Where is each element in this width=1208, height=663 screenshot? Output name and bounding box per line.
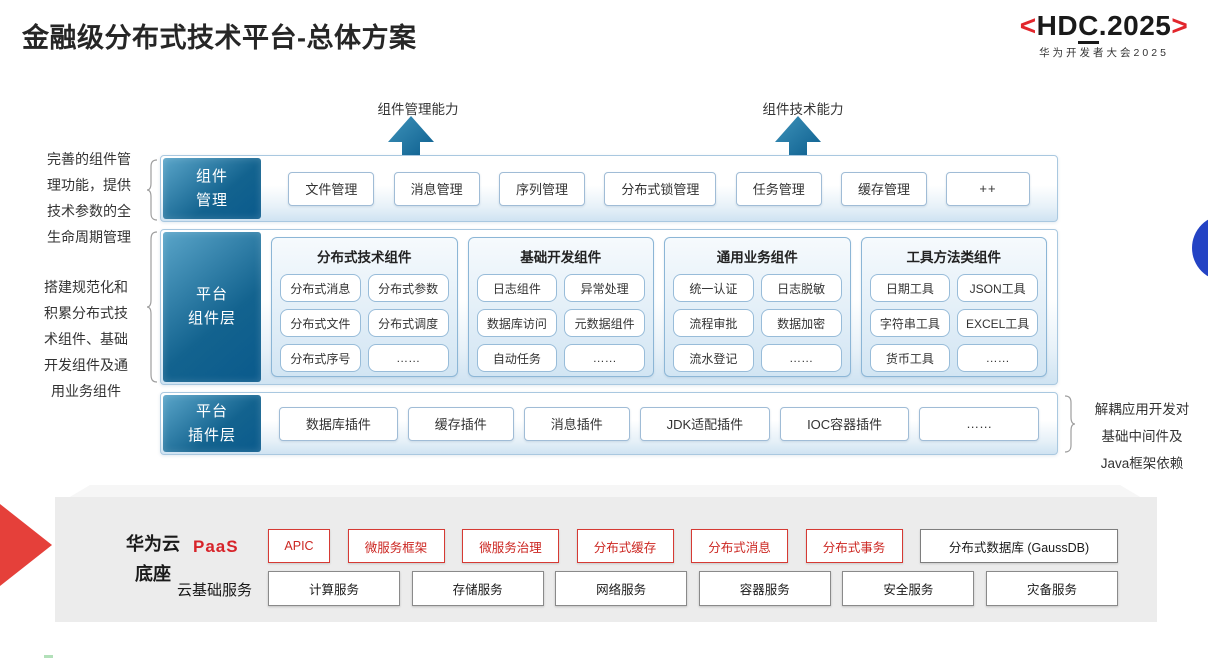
paas-box: APIC bbox=[268, 529, 330, 563]
layer-platform-plugins: 平台 插件层 数据库插件 缓存插件 消息插件 JDK适配插件 IOC容器插件 …… bbox=[160, 392, 1058, 455]
component-pill: 分布式消息 bbox=[280, 274, 361, 302]
cloud-service-box: 网络服务 bbox=[555, 571, 688, 606]
layer-component-management: 组件 管理 文件管理 消息管理 序列管理 分布式锁管理 任务管理 缓存管理 ++ bbox=[160, 155, 1058, 222]
component-pill: JSON工具 bbox=[957, 274, 1038, 302]
gaussdb-box: 分布式数据库 (GaussDB) bbox=[920, 529, 1118, 563]
layer-label-platform-plugins: 平台 插件层 bbox=[163, 395, 261, 452]
component-pill: 异常处理 bbox=[564, 274, 645, 302]
component-box: 任务管理 bbox=[735, 171, 822, 206]
component-pill: 分布式文件 bbox=[280, 309, 361, 337]
right-brace-row3 bbox=[1064, 395, 1076, 453]
note-plugin-layer: 解耦应用开发对 基础中间件及 Java框架依赖 bbox=[1094, 402, 1190, 471]
component-pill: 分布式序号 bbox=[280, 344, 361, 372]
plugin-box: JDK适配插件 bbox=[639, 406, 771, 441]
paas-box: 微服务框架 bbox=[347, 529, 445, 563]
plugin-box: IOC容器插件 bbox=[780, 406, 910, 441]
hdc-2025-logo: <HDC.2025> 华为开发者大会2025 bbox=[1004, 10, 1204, 60]
group-base-dev: 基础开发组件 日志组件 异常处理 数据库访问 元数据组件 自动任务 …… bbox=[467, 237, 654, 377]
component-pill: 统一认证 bbox=[673, 274, 754, 302]
plugin-box-ellipsis: …… bbox=[919, 406, 1040, 441]
component-box: 序列管理 bbox=[499, 171, 586, 206]
red-wedge-pointer bbox=[0, 504, 52, 586]
component-box: 缓存管理 bbox=[841, 171, 928, 206]
capability-label-technology: 组件技术能力 bbox=[762, 102, 844, 117]
group-distributed-tech: 分布式技术组件 分布式消息 分布式参数 分布式文件 分布式调度 分布式序号 …… bbox=[271, 237, 458, 377]
cloud-base-services-row: 计算服务 存储服务 网络服务 容器服务 安全服务 灾备服务 bbox=[268, 571, 1118, 606]
edge-circle-decoration bbox=[1192, 215, 1208, 281]
logo-left-bracket: < bbox=[1019, 10, 1037, 41]
component-pill: 分布式调度 bbox=[367, 309, 449, 337]
hdc-logo-subtitle: 华为开发者大会2025 bbox=[1039, 47, 1169, 59]
component-pill: 日志组件 bbox=[476, 274, 558, 302]
component-box: 消息管理 bbox=[393, 171, 480, 206]
component-box: 分布式锁管理 bbox=[604, 171, 717, 206]
component-management-items: 文件管理 消息管理 序列管理 分布式锁管理 任务管理 缓存管理 ++ bbox=[269, 156, 1049, 221]
component-pill: 流程审批 bbox=[673, 309, 754, 337]
component-box: 文件管理 bbox=[288, 171, 375, 206]
component-pill: 数据库访问 bbox=[476, 309, 558, 337]
component-pill: 数据加密 bbox=[760, 309, 842, 337]
capability-label-management: 组件管理能力 bbox=[377, 102, 459, 117]
paas-box: 微服务治理 bbox=[462, 529, 559, 563]
component-pill: EXCEL工具 bbox=[957, 309, 1038, 337]
group-title: 分布式技术组件 bbox=[317, 250, 412, 265]
huawei-cloud-foundation-panel: 华为云 底座 PaaS 云基础服务 APIC 微服务框架 微服务治理 分布式缓存… bbox=[55, 497, 1157, 622]
up-arrow-icon bbox=[388, 116, 434, 158]
plugin-box: 缓存插件 bbox=[407, 406, 514, 441]
paas-box: 分布式消息 bbox=[691, 529, 788, 563]
layer-label-component-management: 组件 管理 bbox=[163, 158, 261, 219]
note-platform-components: 搭建规范化和 积累分布式技 术组件、基础 开发组件及通 用业务组件 bbox=[44, 279, 128, 399]
logo-right-bracket: > bbox=[1171, 10, 1189, 41]
layer-platform-components: 平台 组件层 分布式技术组件 分布式消息 分布式参数 分布式文件 分布式调度 分… bbox=[160, 229, 1058, 385]
component-pill: 字符串工具 bbox=[869, 309, 951, 337]
paas-label: PaaS bbox=[193, 537, 239, 556]
component-pill: 日期工具 bbox=[869, 274, 951, 302]
component-pill-ellipsis: …… bbox=[957, 344, 1038, 372]
foundation-label: 华为云 底座 bbox=[126, 534, 180, 584]
component-pill-ellipsis: …… bbox=[760, 344, 842, 372]
left-brace-row2 bbox=[146, 231, 158, 383]
component-box-plus: ++ bbox=[946, 171, 1030, 206]
group-title: 工具方法类组件 bbox=[906, 250, 1002, 265]
cloud-service-box: 安全服务 bbox=[842, 571, 975, 606]
group-title: 通用业务组件 bbox=[716, 250, 798, 265]
paas-box: 分布式事务 bbox=[805, 529, 903, 563]
plugin-box: 消息插件 bbox=[523, 406, 630, 441]
cloud-service-box: 计算服务 bbox=[268, 571, 400, 606]
component-pill: 流水登记 bbox=[673, 344, 754, 372]
group-common-business: 通用业务组件 统一认证 日志脱敏 流程审批 数据加密 流水登记 …… bbox=[664, 237, 851, 377]
cloud-base-label: 云基础服务 bbox=[177, 582, 253, 599]
component-pill: 元数据组件 bbox=[564, 309, 645, 337]
left-brace-row1 bbox=[146, 159, 158, 221]
platform-component-groups: 分布式技术组件 分布式消息 分布式参数 分布式文件 分布式调度 分布式序号 ……… bbox=[271, 237, 1047, 377]
layer-label-platform-components: 平台 组件层 bbox=[163, 232, 261, 382]
cloud-service-box: 灾备服务 bbox=[985, 571, 1118, 606]
component-pill: 日志脱敏 bbox=[760, 274, 842, 302]
component-pill-ellipsis: …… bbox=[564, 344, 645, 372]
group-utility-methods: 工具方法类组件 日期工具 JSON工具 字符串工具 EXCEL工具 货币工具 …… bbox=[860, 237, 1047, 377]
component-pill-ellipsis: …… bbox=[367, 344, 449, 372]
cloud-service-box: 存储服务 bbox=[411, 571, 544, 606]
panel-top-bevel bbox=[68, 485, 1142, 498]
group-title: 基础开发组件 bbox=[520, 250, 602, 265]
paas-services-row: APIC 微服务框架 微服务治理 分布式缓存 分布式消息 分布式事务 分布式数据… bbox=[268, 529, 1118, 563]
plugin-box: 数据库插件 bbox=[278, 406, 398, 441]
component-pill: 自动任务 bbox=[476, 344, 558, 372]
note-component-management: 完善的组件管 理功能，提供 技术参数的全 生命周期管理 bbox=[47, 151, 131, 245]
component-pill: 货币工具 bbox=[869, 344, 951, 372]
page-title: 金融级分布式技术平台-总体方案 bbox=[22, 23, 417, 53]
cloud-service-box: 容器服务 bbox=[698, 571, 831, 606]
platform-plugin-items: 数据库插件 缓存插件 消息插件 JDK适配插件 IOC容器插件 …… bbox=[269, 393, 1049, 454]
screen-artifact bbox=[44, 655, 53, 658]
up-arrow-icon bbox=[775, 116, 821, 158]
component-pill: 分布式参数 bbox=[367, 274, 449, 302]
hdc-logo-text: <HDC.2025> bbox=[1004, 10, 1204, 44]
paas-box: 分布式缓存 bbox=[576, 529, 674, 563]
